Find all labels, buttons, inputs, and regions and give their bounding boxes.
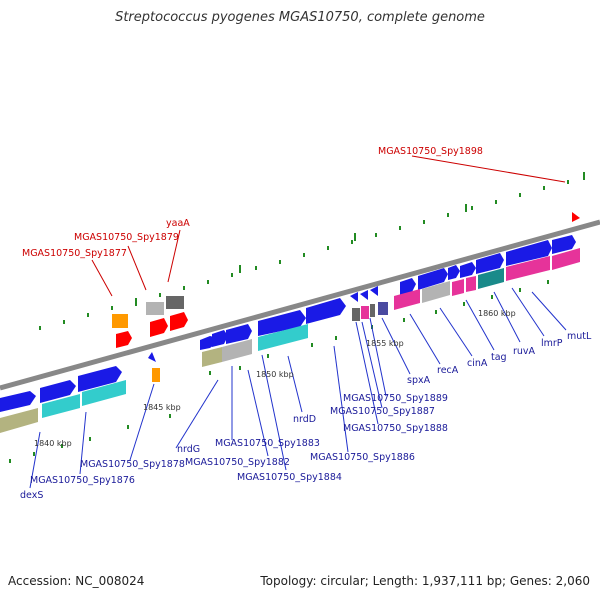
gene-label[interactable]: ruvA bbox=[513, 346, 536, 357]
cds-block[interactable] bbox=[146, 302, 164, 315]
gene-label[interactable]: MGAS10750_Spy1887 bbox=[330, 406, 435, 417]
cds-block[interactable] bbox=[478, 268, 504, 289]
gene-label-red[interactable]: MGAS10750_Spy1879 bbox=[74, 232, 179, 243]
accession-text: Accession: NC_008024 bbox=[8, 574, 145, 588]
label-leaders bbox=[29, 287, 567, 489]
gene-label[interactable]: MGAS10750_Spy1889 bbox=[343, 393, 448, 404]
gene-block[interactable] bbox=[448, 265, 460, 280]
gene-block[interactable] bbox=[78, 366, 122, 392]
cds-block[interactable] bbox=[202, 347, 222, 367]
gene-label[interactable]: nrdD bbox=[293, 414, 316, 425]
cds-block[interactable] bbox=[422, 281, 450, 303]
cds-block[interactable] bbox=[222, 339, 252, 362]
genome-backbone bbox=[0, 219, 600, 391]
gene-block[interactable] bbox=[306, 298, 346, 324]
cds-block[interactable] bbox=[352, 308, 360, 321]
gene-block[interactable] bbox=[0, 391, 36, 412]
gene-label[interactable]: cinA bbox=[467, 358, 488, 369]
gene-block[interactable] bbox=[506, 240, 552, 266]
gene-label[interactable]: MGAS10750_Spy1886 bbox=[310, 452, 415, 463]
gene-block[interactable] bbox=[148, 352, 156, 362]
cds-block[interactable] bbox=[466, 276, 476, 292]
gene-label[interactable]: MGAS10750_Spy1883 bbox=[215, 438, 320, 449]
gene-block[interactable] bbox=[212, 330, 228, 347]
gene-label[interactable]: MGAS10750_Spy1882 bbox=[185, 457, 290, 468]
gene-block[interactable] bbox=[258, 310, 306, 336]
repeat-block[interactable] bbox=[112, 314, 128, 328]
gene-track-lower bbox=[0, 366, 126, 433]
gene-block[interactable] bbox=[40, 380, 76, 403]
gene-label[interactable]: dexS bbox=[20, 490, 43, 501]
scale-label: 1855 kbp bbox=[366, 339, 404, 348]
cds-block[interactable] bbox=[552, 248, 580, 270]
cds-block[interactable] bbox=[82, 380, 126, 406]
gene-label[interactable]: tag bbox=[491, 352, 507, 363]
trna-block[interactable] bbox=[170, 312, 188, 331]
gene-label[interactable]: MGAS10750_Spy1888 bbox=[343, 423, 448, 434]
lower-tick-track bbox=[9, 280, 549, 463]
trna-marker[interactable] bbox=[572, 212, 580, 222]
scale-label: 1845 kbp bbox=[143, 403, 181, 412]
cds-block[interactable] bbox=[42, 394, 80, 418]
gene-label-red[interactable]: MGAS10750_Spy1898 bbox=[378, 146, 483, 157]
gene-label-red[interactable]: yaaA bbox=[166, 218, 190, 229]
cds-block[interactable] bbox=[361, 306, 369, 319]
cds-block[interactable] bbox=[0, 408, 38, 433]
red-leaders bbox=[91, 155, 566, 297]
gene-label[interactable]: recA bbox=[437, 365, 459, 376]
gene-block[interactable] bbox=[418, 268, 448, 290]
gene-label[interactable]: mutL bbox=[567, 331, 592, 342]
gene-label[interactable]: MGAS10750_Spy1876 bbox=[30, 475, 135, 486]
gene-label[interactable]: MGAS10750_Spy1884 bbox=[237, 472, 342, 483]
cds-block[interactable] bbox=[378, 302, 388, 315]
gene-block[interactable] bbox=[226, 324, 252, 344]
cds-block[interactable] bbox=[452, 279, 464, 296]
trna-block[interactable] bbox=[116, 331, 132, 348]
upper-major-ticks bbox=[135, 172, 585, 306]
gene-block[interactable] bbox=[476, 253, 504, 274]
gene-block[interactable] bbox=[370, 286, 378, 296]
gene-block[interactable] bbox=[552, 235, 576, 254]
scale-label: 1840 kbp bbox=[34, 439, 72, 448]
gene-label[interactable]: spxA bbox=[407, 375, 431, 386]
upper-tick-track bbox=[39, 180, 569, 330]
gene-block[interactable] bbox=[460, 262, 476, 278]
cds-block[interactable] bbox=[370, 304, 375, 317]
scale-label: 1850 kbp bbox=[256, 370, 294, 379]
gene-block[interactable] bbox=[350, 292, 358, 302]
scale-label: 1860 kbp bbox=[478, 309, 516, 318]
cds-block[interactable] bbox=[394, 289, 420, 310]
cds-block[interactable] bbox=[258, 324, 308, 351]
repeat-block[interactable] bbox=[152, 368, 160, 382]
gene-label[interactable]: MGAS10750_Spy1878 bbox=[80, 459, 185, 470]
cds-block[interactable] bbox=[166, 296, 184, 309]
trna-block[interactable] bbox=[150, 318, 168, 337]
gene-track-centre bbox=[200, 298, 346, 367]
page-title: Streptococcus pyogenes MGAS10750, comple… bbox=[115, 10, 485, 25]
gene-block[interactable] bbox=[360, 290, 368, 300]
cds-block[interactable] bbox=[506, 256, 550, 281]
genome-summary-text: Topology: circular; Length: 1,937,111 bp… bbox=[260, 574, 590, 588]
gene-label-red[interactable]: MGAS10750_Spy1877 bbox=[22, 248, 127, 259]
gene-label[interactable]: nrdG bbox=[177, 444, 200, 455]
gene-track-right bbox=[394, 235, 580, 310]
gene-label[interactable]: lmrP bbox=[541, 338, 563, 349]
